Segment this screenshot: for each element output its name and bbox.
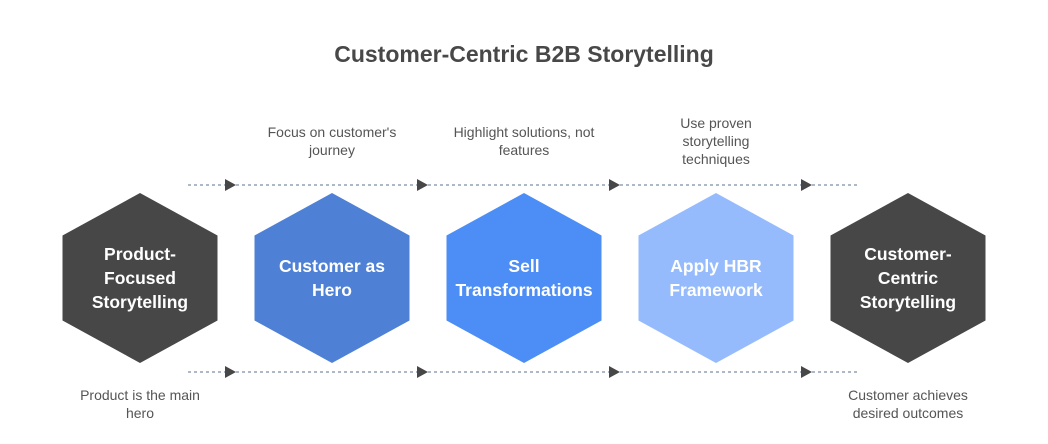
node-caption: Product is the main hero xyxy=(80,387,200,421)
node-caption: Highlight solutions, not features xyxy=(453,124,595,158)
arrowhead-icon xyxy=(609,366,620,378)
arrowhead-icon xyxy=(801,366,812,378)
arrowhead-icon xyxy=(801,179,812,191)
hexagon-nodes xyxy=(62,193,986,363)
arrowhead-icon xyxy=(417,366,428,378)
node-caption: Use proven storytelling techniques xyxy=(680,115,752,167)
node-caption: Customer achieves desired outcomes xyxy=(848,387,968,421)
hexagon-node xyxy=(830,193,986,363)
arrowhead-icon xyxy=(417,179,428,191)
node-caption: Focus on customer's journey xyxy=(267,124,397,158)
hexagon-node xyxy=(62,193,218,363)
hexagon-node xyxy=(254,193,410,363)
hexagon-node xyxy=(446,193,602,363)
arrowhead-icon xyxy=(609,179,620,191)
connector-lines xyxy=(188,179,860,378)
arrowhead-icon xyxy=(225,366,236,378)
hexagon-node xyxy=(638,193,794,363)
diagram-title: Customer-Centric B2B Storytelling xyxy=(334,41,714,67)
arrowhead-icon xyxy=(225,179,236,191)
